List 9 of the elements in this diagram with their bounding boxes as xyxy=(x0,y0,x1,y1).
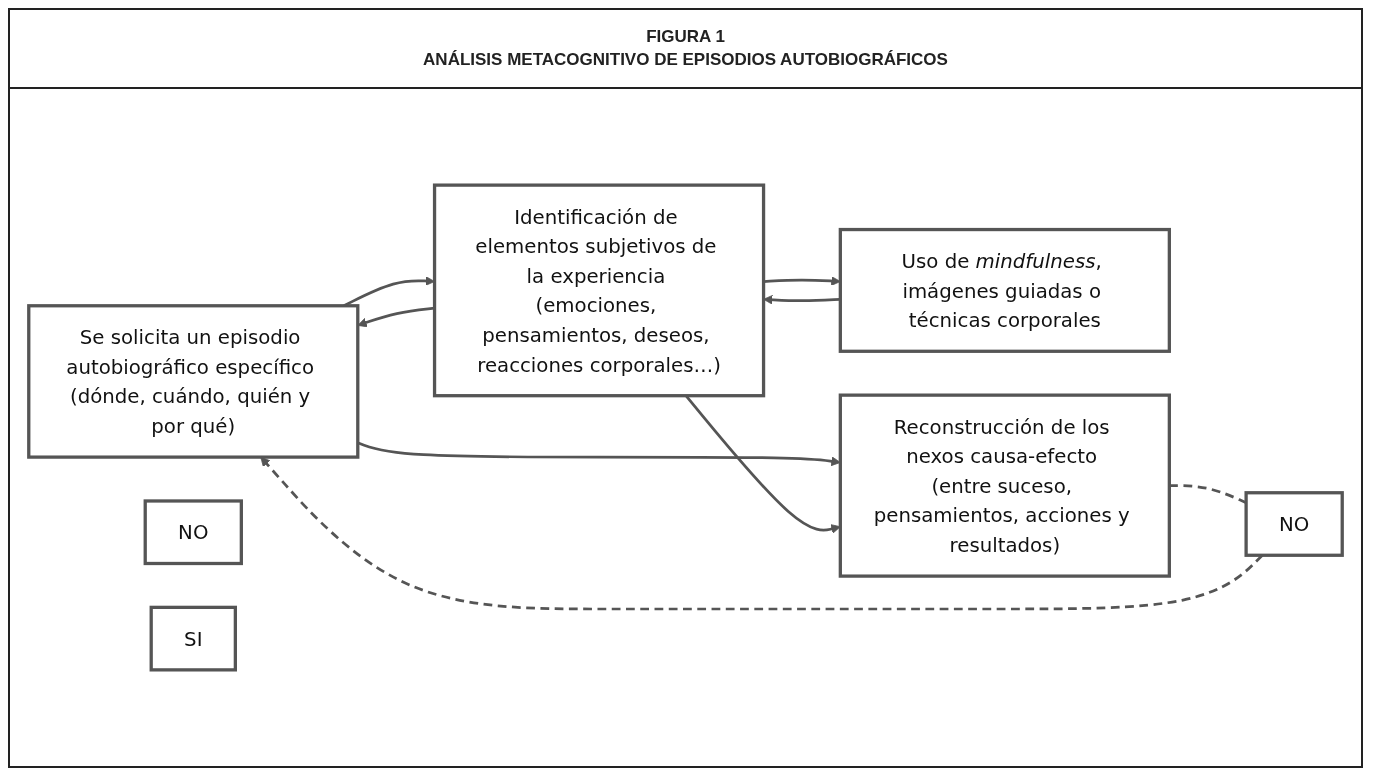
node-box: Uso de mindfulness, imágenes guiadas o técnicas corporales xyxy=(838,227,1171,353)
figure-title: ANÁLISIS METACOGNITIVO DE EPISODIOS AUTOBIOGRÁFICOS xyxy=(422,50,949,70)
node-box: NO xyxy=(143,499,243,566)
node-box: Se solicita un episodio autobiográfico específico (dónde, cuándo, quién y por qué) xyxy=(27,304,360,459)
node-box: SI xyxy=(149,605,237,672)
node-box: NO xyxy=(1244,491,1344,557)
node-box: Reconstrucción de los nexos causa-efecto (entre suceso, pensamientos, acciones y resultados) xyxy=(838,393,1171,578)
node-box: Identificación de elementos subjetivos de la experiencia (emociones, pensamientos, deseos, reacciones corporales…) xyxy=(432,183,766,398)
figure-number: FIGURA 1 xyxy=(645,27,726,47)
